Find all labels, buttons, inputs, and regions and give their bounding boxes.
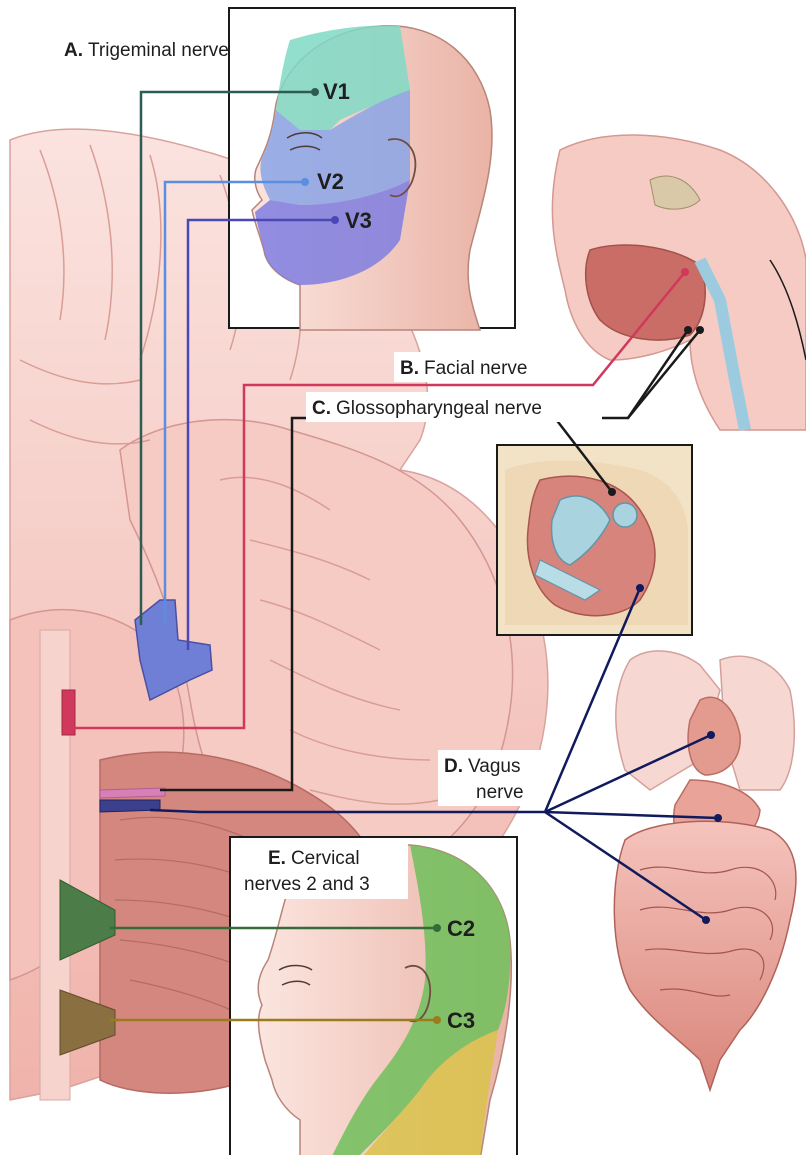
label-d-letter: D. <box>444 756 463 777</box>
label-vagus-line1: D.Vagus <box>444 756 520 777</box>
label-b-text: Facial nerve <box>424 358 528 379</box>
branch-c2-label: C2 <box>447 916 475 941</box>
cochlea <box>613 503 637 527</box>
intestines <box>614 821 796 1090</box>
glosso-endpoint-1 <box>684 326 692 334</box>
glossopharyngeal-root <box>100 788 165 798</box>
glosso-endpoint-ear <box>608 488 616 496</box>
c3-endpoint <box>433 1016 441 1024</box>
branch-v1-label: V1 <box>323 79 350 104</box>
inset-trigeminal-head <box>229 8 515 330</box>
branch-v3-label: V3 <box>345 208 372 233</box>
c2-endpoint <box>433 924 441 932</box>
v2-endpoint <box>301 178 309 186</box>
label-e-letter: E. <box>268 848 286 869</box>
label-glossopharyngeal: C.Glossopharyngeal nerve <box>312 398 542 419</box>
label-d-text-1: Vagus <box>468 756 520 777</box>
branch-c3-label: C3 <box>447 1008 475 1033</box>
label-a-text: Trigeminal nerve <box>88 40 229 61</box>
label-d-text-2: nerve <box>476 782 524 803</box>
vagus-endpoint-heart <box>707 731 715 739</box>
label-a-letter: A. <box>64 40 83 61</box>
label-b-letter: B. <box>400 358 419 379</box>
label-e-text-1: Cervical <box>291 848 360 869</box>
facial-endpoint <box>681 268 689 276</box>
inset-middle-ear <box>497 445 692 635</box>
vagus-endpoint-ear <box>636 584 644 592</box>
v3-endpoint <box>331 216 339 224</box>
v1-endpoint <box>311 88 319 96</box>
vagus-endpoint-stomach <box>714 814 722 822</box>
vagus-endpoint-intestine <box>702 916 710 924</box>
branch-v2-label: V2 <box>317 169 344 194</box>
label-c-letter: C. <box>312 398 331 419</box>
glosso-endpoint-2 <box>696 326 704 334</box>
label-trigeminal: A.Trigeminal nerve <box>64 40 229 61</box>
label-e-text-2: nerves 2 and 3 <box>244 874 370 895</box>
label-c-text: Glossopharyngeal nerve <box>336 398 542 419</box>
inset-organs <box>614 651 796 1090</box>
label-cervical-line1: E.Cervical <box>268 848 360 869</box>
